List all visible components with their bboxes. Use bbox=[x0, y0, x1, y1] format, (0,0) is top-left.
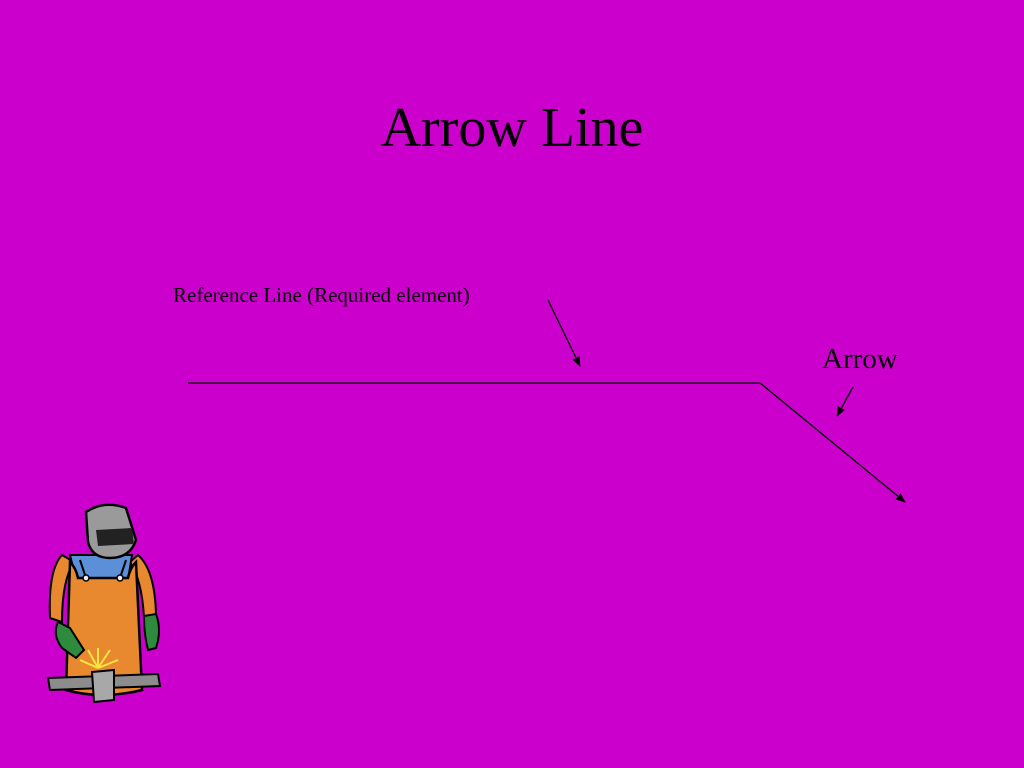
arrow-pointer bbox=[836, 386, 854, 417]
reference-pointer bbox=[547, 299, 581, 367]
reference-line-label: Reference Line (Required element) bbox=[173, 283, 470, 307]
arrow-label: Arrow bbox=[822, 343, 898, 375]
slide-title: Arrow Line bbox=[380, 97, 644, 159]
arrow-line bbox=[759, 382, 906, 503]
welder-icon bbox=[46, 503, 162, 704]
